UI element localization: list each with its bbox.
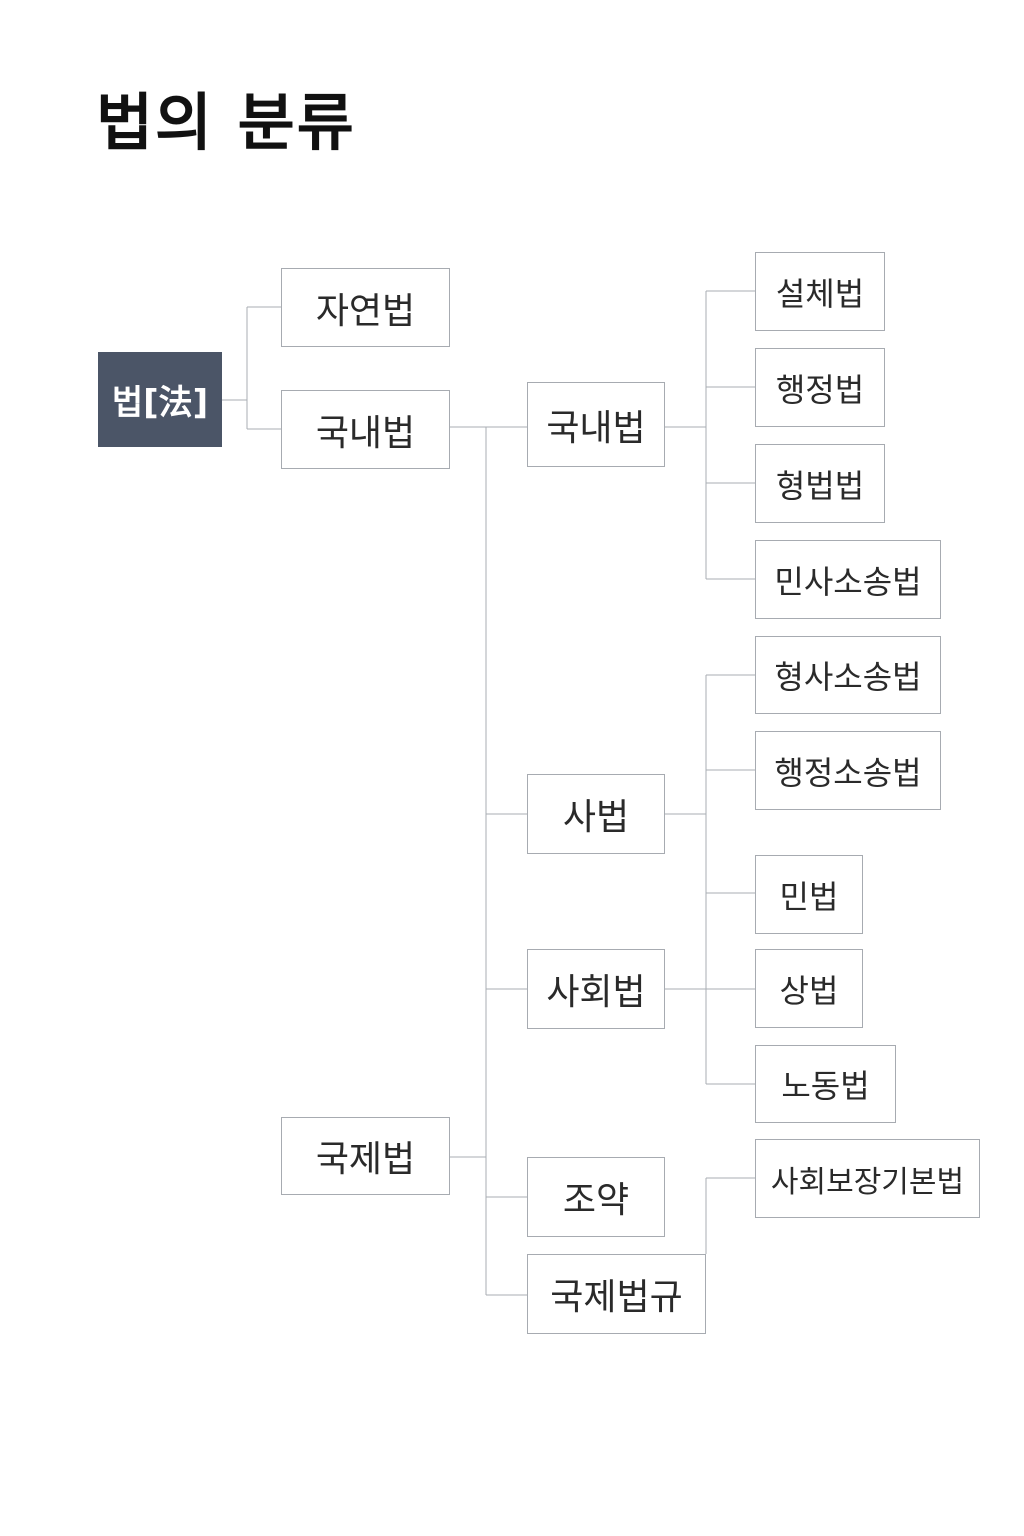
node-administrative-law: 행정법 [755, 348, 885, 427]
node-social-security-basic-law: 사회보장기본법 [755, 1139, 980, 1218]
node-natural-law: 자연법 [281, 268, 450, 347]
page-title: 법의 분류 [96, 86, 356, 159]
node-criminal-law: 형법법 [755, 444, 885, 523]
node-labor-law: 노동법 [755, 1045, 896, 1123]
node-social-law: 사회법 [527, 949, 665, 1029]
node-civil-procedure-law: 민사소송법 [755, 540, 941, 619]
node-domestic-law: 국내법 [281, 390, 450, 469]
node-international-law: 국제법 [281, 1117, 450, 1195]
node-international-regulation: 국제법규 [527, 1254, 706, 1334]
root-node-law: 법[法] [98, 352, 222, 447]
node-administrative-litigation-law: 행정소송법 [755, 731, 941, 810]
node-civil-law: 민법 [755, 855, 863, 934]
node-commercial-law: 상법 [755, 949, 863, 1028]
node-criminal-procedure-law: 형사소송법 [755, 636, 941, 714]
node-treaty: 조약 [527, 1157, 665, 1237]
node-private-law: 사법 [527, 774, 665, 854]
node-substantive-law: 설체법 [755, 252, 885, 331]
node-domestic-law-sub: 국내법 [527, 382, 665, 467]
